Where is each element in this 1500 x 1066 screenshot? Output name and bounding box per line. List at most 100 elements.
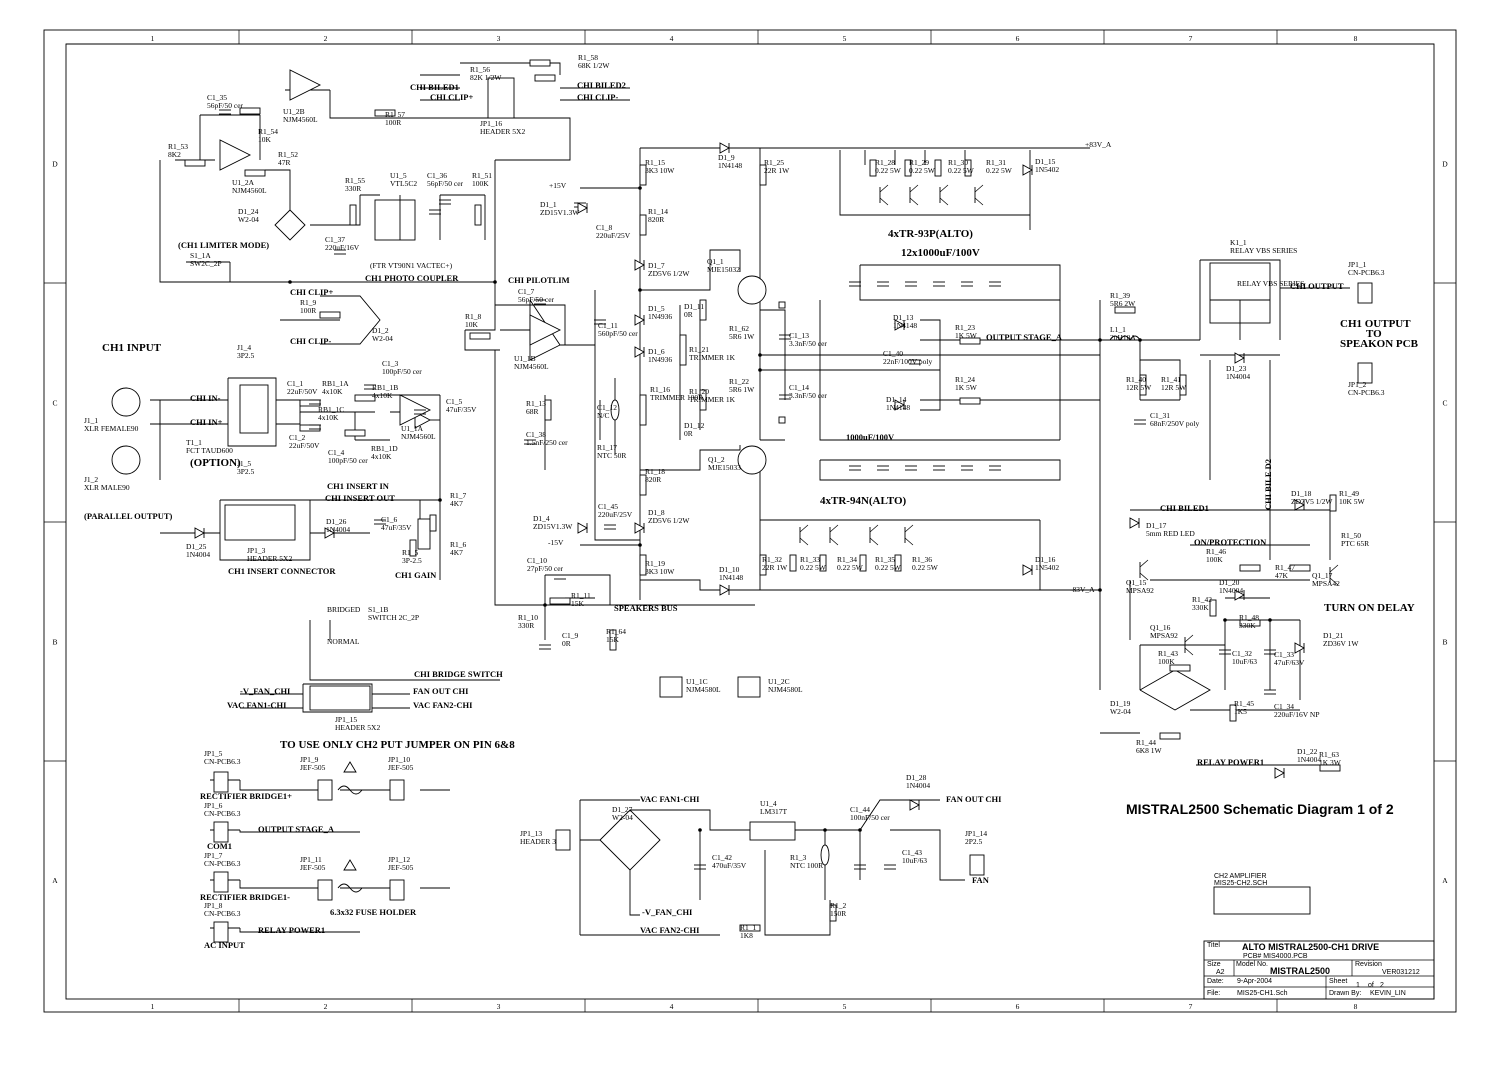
component-ref: C1_5: [446, 397, 463, 406]
transistor-lead: [904, 537, 914, 546]
zone-row-B: B: [1442, 638, 1447, 647]
wire: [819, 300, 1060, 441]
wire: [414, 411, 431, 429]
to-label: TO: [1366, 328, 1382, 340]
diode-symbol: [1234, 589, 1245, 601]
component-r1-34: R1_340.22 5W: [837, 555, 864, 572]
zone-row-C: C: [52, 399, 57, 408]
component-ref: D1_8: [648, 508, 665, 517]
tb-sheet: 1: [1356, 982, 1360, 989]
component-ref: JP1_5: [204, 749, 223, 758]
component-value: CN-PCB6.3: [204, 859, 241, 868]
component-value: 1N4004: [1219, 586, 1243, 595]
rectifier-bridge-minus-label: RECTIFIER BRIDGE1-: [200, 892, 290, 902]
wire: [265, 169, 291, 210]
component-value: 5mm RED LED: [1146, 529, 1195, 538]
transistor-lead: [904, 524, 914, 533]
component-value: 68R: [526, 407, 539, 416]
component-ref: U1_1C: [686, 677, 708, 686]
component-jp1-1: JP1_1CN-PCB6.3: [1348, 260, 1385, 277]
resistor-symbol: [1139, 374, 1147, 396]
component-value: CN-PCB6.3: [204, 757, 241, 766]
opamp-power-symbol: [659, 676, 683, 698]
component-value: JEF-505: [300, 763, 326, 772]
component-value: JEF-505: [388, 863, 414, 872]
transistor-lead: [869, 537, 879, 546]
diode-symbol: [1294, 499, 1305, 511]
component-value: 47uF/63V: [1274, 658, 1305, 667]
resistor-symbol: [639, 214, 647, 236]
component-value: 1N4004: [186, 550, 210, 559]
transistor-lead: [1184, 634, 1194, 643]
component-r1-36: R1_360.22 5W: [912, 555, 939, 572]
component-value: JEF-505: [388, 763, 414, 772]
component-ref: D1_13: [893, 313, 914, 322]
wire: [460, 62, 561, 75]
component-ref: R1_44: [1136, 738, 1156, 747]
component-value: 220uF/16V NP: [1274, 710, 1320, 719]
tb-titel-label: Titel: [1207, 942, 1220, 949]
component-r1-35: R1_350.22 5W: [875, 555, 902, 572]
component-ref: R1_45: [1234, 699, 1254, 708]
component-ref: RB1_1D: [371, 444, 398, 453]
component-ref: R1_16: [650, 385, 670, 394]
component-ref: D1_9: [718, 153, 735, 162]
zone-col-6: 6: [1016, 1002, 1020, 1011]
component-ref: R1_62: [729, 324, 749, 333]
component-value: 1N5402: [1035, 165, 1059, 174]
transistor-lead: [974, 184, 984, 193]
component-ref: C1_10: [527, 556, 547, 565]
component-value: ZD36V 1W: [1323, 639, 1359, 648]
wire: [239, 880, 320, 889]
wire: [309, 620, 500, 681]
connector-symbol: [487, 77, 515, 119]
component-value: 3P2.5: [237, 351, 255, 360]
junction-dot: [698, 828, 702, 832]
component-value: 56pF/50 cer: [518, 295, 555, 304]
component-ref: R1_10: [518, 613, 538, 622]
component-ref: C1_43: [902, 848, 922, 857]
switch-note: TO USE ONLY CH2 PUT JUMPER ON PIN 6&8: [280, 739, 515, 751]
component-value: 5R6 2W: [1110, 299, 1136, 308]
diode-symbol: [894, 319, 905, 331]
resistor-symbol: [959, 397, 981, 405]
junction-dot: [638, 543, 642, 547]
transistor-lead: [829, 537, 839, 546]
connector-symbol: [389, 879, 405, 901]
component-value: 10uF/63: [902, 856, 927, 865]
diode-symbol: [1022, 164, 1033, 176]
component-value: 3P2.5: [237, 467, 255, 476]
component-ref: R1_56: [470, 65, 490, 74]
component-ref: R1_11: [571, 591, 591, 600]
component-ref: U1_5: [390, 171, 407, 180]
insert-connector-label: CH1 INSERT CONNECTOR: [228, 566, 336, 576]
wire: [920, 319, 941, 411]
component-value: HEADER 5X2: [247, 554, 292, 563]
transistor-lead: [1139, 572, 1149, 581]
wire: [800, 900, 831, 936]
resistor-symbol: [1209, 599, 1217, 617]
component-ref: D1_22: [1297, 747, 1318, 756]
junction-dot: [638, 288, 642, 292]
transistor-lead: [939, 184, 949, 193]
component-value: 10K: [258, 135, 272, 144]
tb-date: 9-Apr-2004: [1237, 978, 1272, 985]
tb-title: ALTO MISTRAL2500-CH1 DRIVE: [1242, 942, 1379, 952]
